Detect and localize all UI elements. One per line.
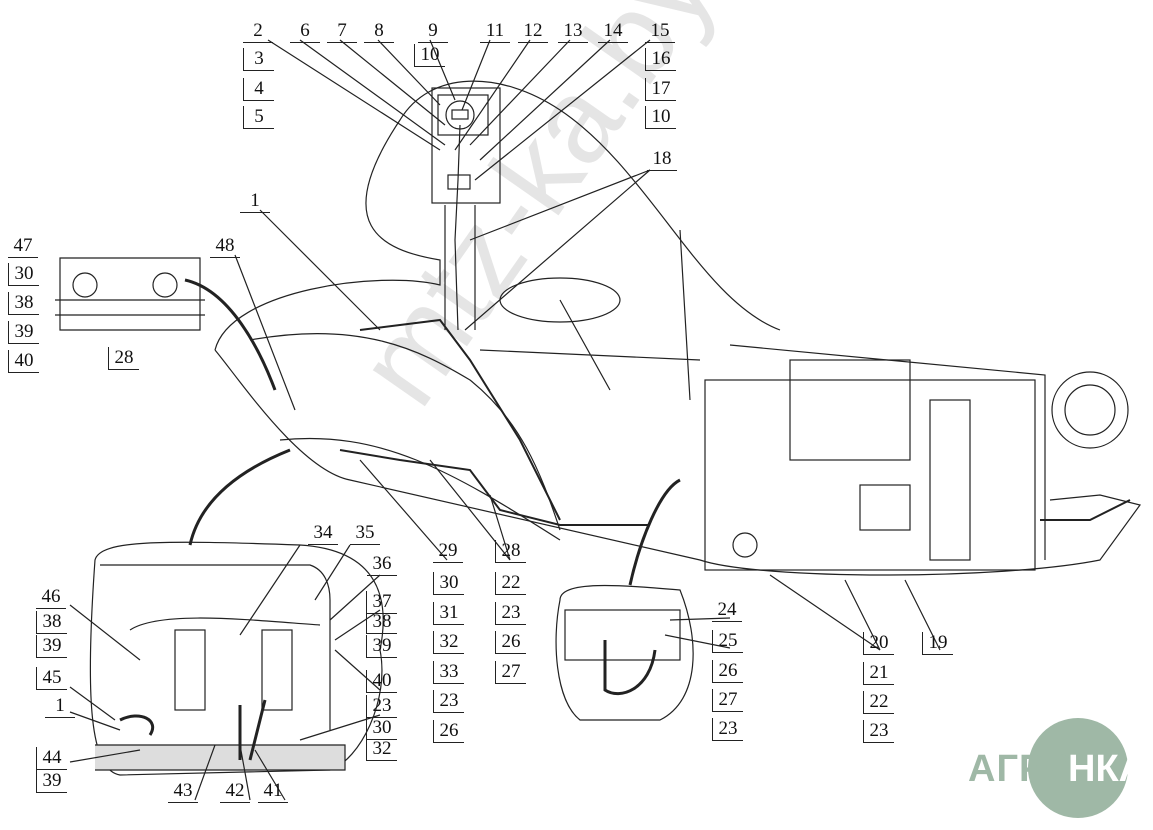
callout-label: 38 [366, 611, 397, 634]
callout-label: 12 [518, 20, 548, 43]
callout-label: 23 [433, 690, 464, 713]
callout-label: 33 [433, 661, 464, 684]
callout-label: 26 [712, 660, 743, 683]
callout-label: 19 [922, 632, 953, 655]
callout-label: 25 [712, 630, 743, 653]
callout-label: 45 [36, 667, 67, 690]
callout-label: 38 [36, 611, 67, 634]
callout-label: 8 [364, 20, 394, 43]
callout-label: 41 [258, 780, 288, 803]
callout-label: 39 [36, 635, 67, 658]
callout-label: 26 [433, 720, 464, 743]
callout-label: 38 [8, 292, 39, 315]
callout-label: 46 [36, 586, 66, 609]
callout-label: 13 [558, 20, 588, 43]
logo-text-left: АГРО [968, 748, 1076, 790]
callout-label: 32 [366, 738, 397, 761]
callout-label: 44 [36, 747, 67, 770]
callout-label: 30 [366, 717, 397, 740]
callout-label: 15 [645, 20, 675, 43]
callout-label: 32 [433, 631, 464, 654]
callout-label: 23 [712, 718, 743, 741]
callout-label: 24 [712, 599, 742, 622]
callout-label: 4 [243, 78, 274, 101]
callout-label: 1 [45, 695, 75, 718]
callout-label: 10 [414, 44, 445, 67]
callout-label: 39 [366, 635, 397, 658]
callout-label: 27 [712, 689, 743, 712]
callout-label: 17 [645, 78, 676, 101]
callout-label: 39 [8, 321, 39, 344]
agronka-logo: АГРО НКА [968, 718, 1153, 828]
callout-label: 7 [327, 20, 357, 43]
logo-circle [1028, 718, 1128, 818]
callout-label: 43 [168, 780, 198, 803]
callout-label: 42 [220, 780, 250, 803]
callout-label: 3 [243, 48, 274, 71]
callout-label: 5 [243, 106, 274, 129]
callout-label: 29 [433, 540, 463, 563]
callout-label: 6 [290, 20, 320, 43]
callout-label: 48 [210, 235, 240, 258]
callout-label: 1 [240, 190, 270, 213]
callout-label: 21 [863, 662, 894, 685]
callout-label: 30 [8, 263, 39, 286]
callout-label: 11 [480, 20, 510, 43]
callout-label: 34 [308, 522, 338, 545]
callout-label: 9 [418, 20, 448, 43]
callout-label: 18 [647, 148, 677, 171]
callout-label: 30 [433, 572, 464, 595]
callout-label: 20 [863, 632, 894, 655]
callout-label: 40 [8, 350, 39, 373]
callout-label: 26 [495, 631, 526, 654]
callout-label: 23 [863, 720, 894, 743]
callout-label: 31 [433, 602, 464, 625]
callout-label: 47 [8, 235, 38, 258]
callout-label: 16 [645, 48, 676, 71]
callout-label: 23 [495, 602, 526, 625]
callout-label: 22 [495, 572, 526, 595]
callout-label: 2 [243, 20, 273, 43]
callout-label: 40 [366, 670, 397, 693]
callout-label: 23 [366, 695, 397, 718]
callout-label: 35 [350, 522, 380, 545]
callout-label: 22 [863, 691, 894, 714]
callout-label: 14 [598, 20, 628, 43]
callout-label: 36 [367, 553, 397, 576]
callout-label: 39 [36, 770, 67, 793]
logo-text-right: НКА [1068, 748, 1147, 790]
callout-label: 28 [108, 347, 139, 370]
callout-label: 37 [366, 591, 397, 614]
callout-label: 10 [645, 106, 676, 129]
callout-label: 27 [495, 661, 526, 684]
callout-label: 28 [495, 540, 526, 563]
